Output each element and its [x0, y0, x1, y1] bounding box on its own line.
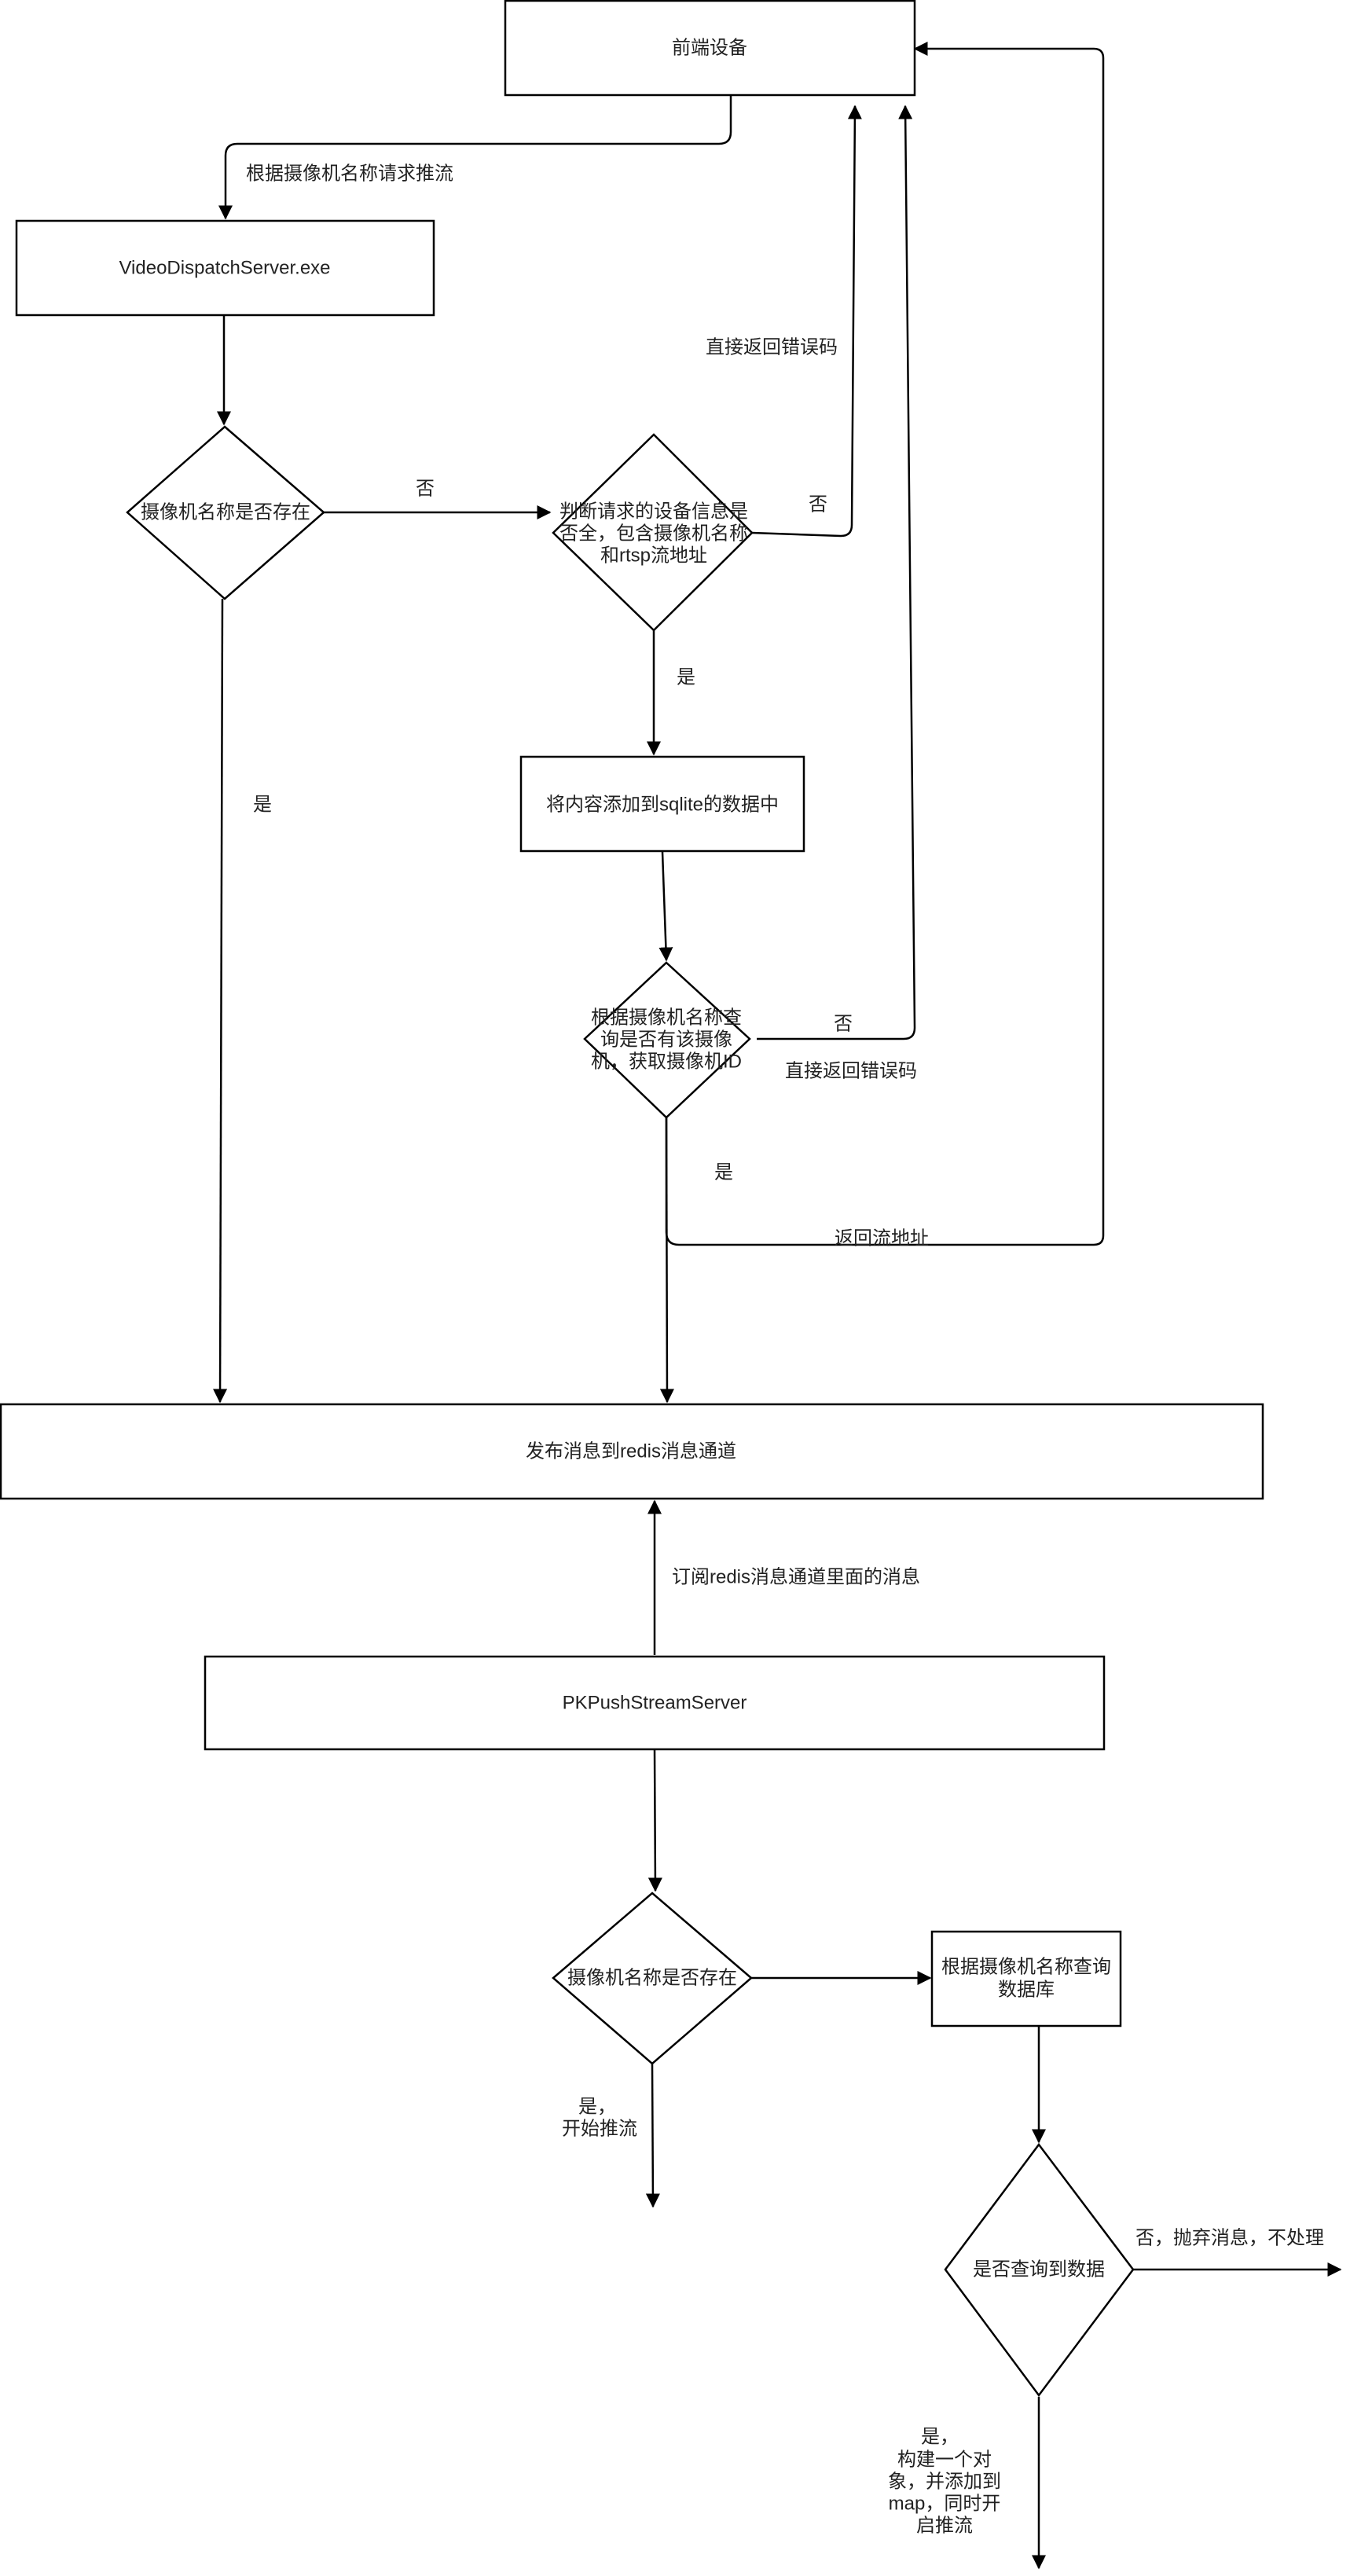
label-yes-start-push-line2: 开始推流	[562, 2118, 637, 2139]
edge-front-to-dispatch	[218, 96, 732, 220]
node-pk-push-stream-server	[204, 1655, 1106, 1751]
label-return-stream-url: 返回流地址	[835, 1227, 929, 1249]
node-query-camera-by-name	[583, 961, 751, 1119]
edge-exists2-yes	[645, 2063, 660, 2208]
edge-labels: 根据摄像机名称请求推流 否 是 直接返回错误码 否 是 否 直接返回错误码 是 …	[246, 163, 1324, 2536]
label-return-error-2: 直接返回错误码	[785, 1060, 917, 1081]
node-query-db-by-name	[930, 1930, 1122, 2027]
edge-exists1-yes	[213, 598, 228, 1404]
label-no-discard: 否，抛弃消息，不处理	[1135, 2227, 1324, 2248]
label-no-2: 否	[809, 494, 827, 515]
label-subscribe-redis: 订阅redis消息通道里面的消息	[672, 1566, 920, 1587]
label-yes-1: 是	[253, 794, 272, 815]
label-yes-build-object-line3: 象，并添加到	[888, 2471, 1001, 2492]
label-yes-build-object-line4: map，同时开	[889, 2493, 1001, 2514]
node-add-to-sqlite-label: 将内容添加到sqlite的数据中	[546, 794, 779, 815]
node-video-dispatch-server	[15, 219, 435, 317]
node-publish-redis-label: 发布消息到redis消息通道	[526, 1440, 736, 1462]
label-yes-build-object-line2: 构建一个对	[897, 2449, 992, 2470]
node-publish-redis	[0, 1403, 1264, 1500]
label-yes-2: 是	[677, 666, 695, 688]
edge-check-no-return-error	[751, 105, 862, 538]
label-no-1: 否	[416, 478, 435, 499]
node-front-device-label: 前端设备	[672, 37, 747, 58]
node-query-db-by-name-line2: 数据库	[998, 1979, 1055, 2000]
label-yes-3: 是	[714, 1161, 733, 1183]
node-query-db-by-name-line1: 根据摄像机名称查询	[941, 1956, 1111, 1977]
node-front-device	[504, 0, 916, 97]
node-query-camera-by-name-line1: 根据摄像机名称查	[591, 1007, 742, 1028]
node-check-request-info	[552, 433, 754, 632]
label-return-error-1: 直接返回错误码	[706, 336, 838, 358]
label-yes-build-object-line5: 启推流	[916, 2515, 973, 2536]
label-no-3: 否	[834, 1013, 853, 1034]
node-add-to-sqlite	[519, 755, 805, 853]
node-check-request-info-line3: 和rtsp流地址	[600, 545, 707, 566]
label-yes-build-object-line1: 是，	[921, 2426, 959, 2447]
node-query-camera-by-name-line3: 机，获取摄像机ID	[591, 1051, 742, 1072]
edge-query-no-return-error	[757, 105, 916, 1040]
label-request-push-by-name: 根据摄像机名称请求推流	[246, 163, 453, 184]
node-pk-push-stream-server-label: PKPushStreamServer	[563, 1692, 747, 1713]
node-camera-exists-2	[552, 1892, 753, 2065]
edges	[213, 42, 1342, 2570]
edge-sqlite-to-query	[658, 851, 673, 962]
nodes: 前端设备 VideoDispatchServer.exe 摄像机名称是否存在 判…	[0, 0, 1264, 2398]
node-camera-exists-2-label: 摄像机名称是否存在	[567, 1967, 737, 1988]
node-check-request-info-line2: 否全，包含摄像机名称	[559, 523, 748, 544]
node-video-dispatch-server-label: VideoDispatchServer.exe	[119, 257, 330, 278]
node-check-request-info-line1: 判断请求的设备信息是	[559, 501, 748, 522]
node-data-found-label: 是否查询到数据	[973, 2259, 1105, 2280]
node-data-found	[944, 2142, 1135, 2398]
node-camera-exists-1-label: 摄像机名称是否存在	[141, 501, 310, 523]
node-query-camera-by-name-line2: 询是否有该摄像	[600, 1029, 732, 1050]
node-camera-exists-1	[126, 425, 325, 600]
edge-return-stream-url	[665, 42, 1105, 1246]
label-yes-start-push-line1: 是，	[578, 2096, 616, 2117]
